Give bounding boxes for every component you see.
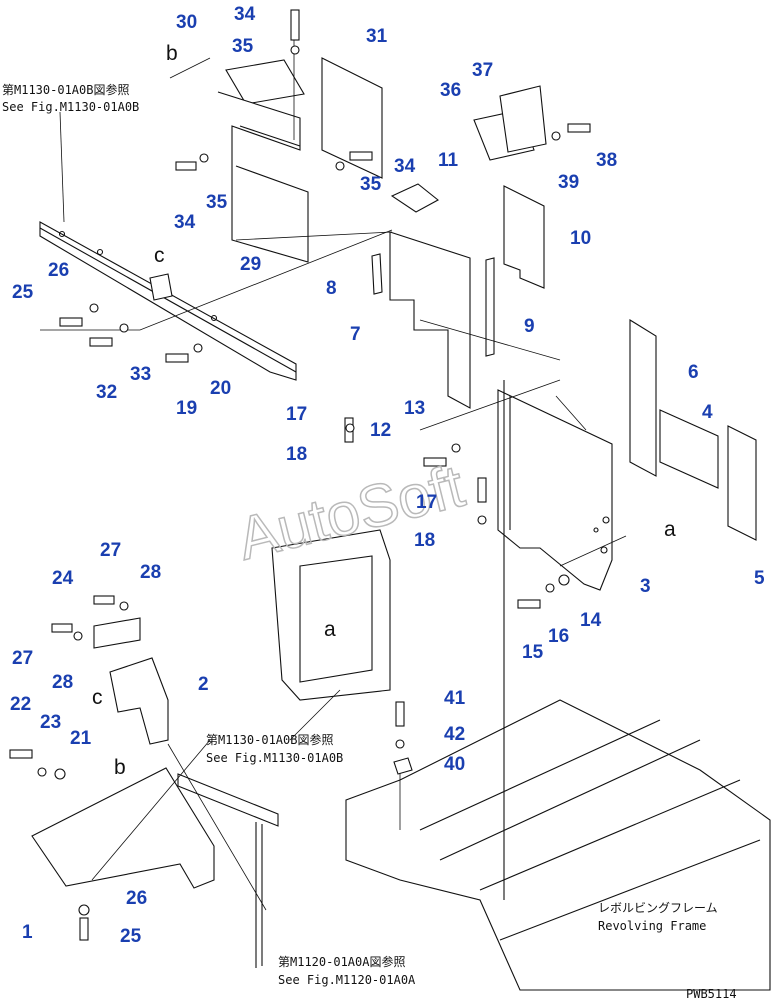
part-number: 26 [126,888,147,909]
drawing-code: PWB5114 [686,987,737,1001]
part-number: 2 [198,674,209,695]
part-number: 1 [22,922,33,943]
part-number: 12 [370,420,391,441]
part-number: 30 [176,12,197,33]
leader-lines [40,18,627,911]
part-number: 38 [596,150,617,171]
ref-note-top-en: See Fig.M1130-01A0B [2,100,139,114]
part-callouts: 34 30 35 31 37 36 38 39 11 34 35 34 35 1… [10,4,765,947]
part-number: 10 [570,228,591,249]
part-number: 22 [10,694,31,715]
part-number: 35 [232,36,254,57]
view-mark: b [114,756,126,779]
bracket-29 [217,91,309,263]
frame-label-jp: レボルビングフレーム [598,901,718,915]
part-number: 26 [48,260,69,281]
part-number: 19 [176,398,197,419]
part-number: 29 [240,254,261,275]
part-number: 35 [360,174,382,195]
part-number: 27 [100,540,121,561]
part-number: 16 [548,626,569,647]
part-number: 28 [140,562,161,583]
frame-label-en: Revolving Frame [598,919,706,933]
part-number: 14 [580,610,602,631]
ref-note-bottom-en: See Fig.M1120-01A0A [278,973,416,987]
part-number: 27 [12,648,33,669]
part-number: 11 [438,150,459,171]
cover-1 [31,767,215,889]
part-number: 33 [130,364,151,385]
part-number: 36 [440,80,461,101]
plate-30 [225,59,305,105]
part-number: 31 [366,26,388,47]
part-number: 25 [120,926,142,947]
plate-6 [629,319,657,477]
part-number: 25 [12,282,34,303]
plate-5 [727,425,757,541]
ref-note-mid-en: See Fig.M1130-01A0B [206,751,343,765]
plate-4 [659,409,719,489]
part-number: 5 [754,568,765,589]
part-number: 34 [394,156,416,177]
view-mark: a [324,618,336,641]
part-number: 7 [350,324,361,345]
part-number: 9 [524,316,535,337]
view-marks: b c a a c b [92,42,676,779]
ref-note-top-jp: 第M1130-01A0B図参照 [2,82,129,97]
part-number: 42 [444,724,465,745]
part-number: 23 [40,712,61,733]
part-number: 32 [96,382,117,403]
part-number: 17 [416,492,437,513]
part-number: 34 [234,4,256,25]
part-number: 13 [404,398,425,419]
view-mark: c [92,686,103,709]
bracket-2 [109,657,169,745]
view-mark: a [664,518,676,541]
part-number: 3 [640,576,651,597]
view-mark: b [166,42,178,65]
part-number: 34 [174,212,196,233]
plate-24 [93,617,141,649]
part-number: 17 [286,404,307,425]
part-number: 41 [444,688,466,709]
plate-10 [503,185,545,289]
ref-note-bottom-jp: 第M1120-01A0A図参照 [278,954,405,969]
part-outlines [31,57,771,991]
ref-note-mid-jp: 第M1130-01A0B図参照 [206,732,333,747]
panel-a [271,529,391,701]
rail [39,221,297,381]
part-number: 35 [206,192,228,213]
strip-9 [485,257,495,357]
revolving-frame [345,699,771,991]
part-number: 18 [414,530,435,551]
view-mark: c [154,244,165,267]
part-number: 37 [472,60,493,81]
part-number: 28 [52,672,73,693]
frame-3 [497,389,613,591]
plate-31 [321,57,383,179]
part-number: 40 [444,754,465,775]
reference-notes: 第M1130-01A0B図参照 See Fig.M1130-01A0B 第M11… [2,82,718,987]
part-number: 8 [326,278,337,299]
part-number: 24 [52,568,74,589]
hardware [9,9,591,941]
part-number: 21 [70,728,92,749]
column-7 [389,231,471,409]
part-number: 4 [702,402,713,423]
part-number: 18 [286,444,307,465]
part-number: 39 [558,172,579,193]
part-number: 15 [522,642,544,663]
pin-8 [371,253,383,295]
part-37 [499,85,547,153]
cap-11 [390,183,439,213]
part-number: 20 [210,378,231,399]
part-number: 6 [688,362,699,383]
